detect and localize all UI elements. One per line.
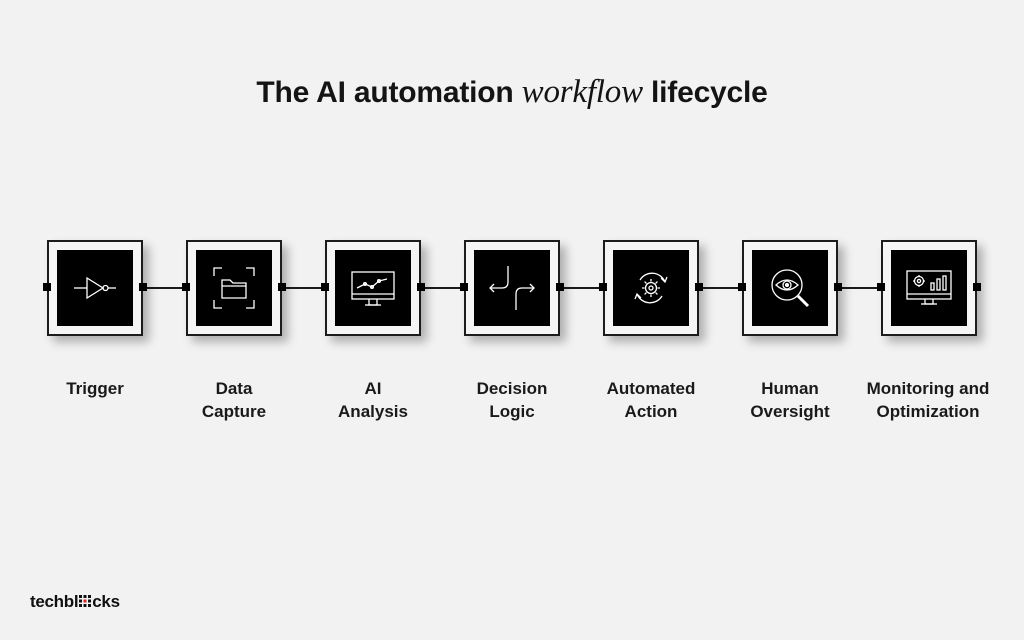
step-label-line2: Logic — [489, 402, 535, 421]
step-node-decision-logic — [464, 240, 560, 336]
step-label-line1: Human — [761, 379, 819, 398]
brand-logo: techbl cks — [30, 592, 120, 612]
step-label-line2: Oversight — [750, 402, 830, 421]
step-icon-panel — [891, 250, 967, 326]
step-label-line1: Automated — [606, 379, 696, 398]
step-label-automated-action: Automated Action — [581, 377, 721, 423]
connector-port — [556, 283, 564, 291]
diagram-title: The AI automation workflow lifecycle — [0, 74, 1024, 111]
step-icon-panel — [474, 250, 550, 326]
step-label-human-oversight: Human Oversight — [720, 377, 860, 423]
step-label-trigger: Trigger — [25, 377, 165, 400]
eye-magnifier-icon — [771, 269, 810, 308]
connector-port — [599, 283, 607, 291]
connector-line — [698, 287, 742, 289]
monitor-chart-icon — [351, 271, 395, 306]
step-label-line1: Trigger — [66, 379, 124, 398]
folder-scan-icon — [213, 267, 255, 309]
step-label-monitoring-optimization: Monitoring and Optimization — [855, 377, 1001, 423]
step-node-monitoring-optimization — [881, 240, 977, 336]
logo-text-after: cks — [92, 592, 120, 611]
connector-line — [420, 287, 464, 289]
title-text-after: lifecycle — [651, 76, 768, 109]
step-icon-panel — [752, 250, 828, 326]
gear-cycle-icon — [634, 272, 668, 304]
connector-port — [834, 283, 842, 291]
step-label-line1: Decision — [476, 379, 548, 398]
connector-port — [460, 283, 468, 291]
dashboard-monitor-icon — [906, 270, 952, 305]
step-label-line1: AI — [364, 379, 382, 398]
step-icon-panel — [335, 250, 411, 326]
connector-line — [142, 287, 186, 289]
title-text-before: The AI automation — [256, 76, 514, 109]
connector-port — [973, 283, 981, 291]
step-node-human-oversight — [742, 240, 838, 336]
connector-line — [837, 287, 881, 289]
step-node-automated-action — [603, 240, 699, 336]
step-label-decision-logic: Decision Logic — [442, 377, 582, 423]
step-label-line2: Optimization — [876, 402, 980, 421]
connector-port — [139, 283, 147, 291]
step-icon-panel — [196, 250, 272, 326]
connector-line — [281, 287, 325, 289]
step-icon-panel — [613, 250, 689, 326]
step-label-line2: Analysis — [338, 402, 408, 421]
step-node-ai-analysis — [325, 240, 421, 336]
connector-line — [559, 287, 603, 289]
connector-port — [43, 283, 51, 291]
connector-port — [417, 283, 425, 291]
connector-port — [877, 283, 885, 291]
connector-port — [321, 283, 329, 291]
connector-port — [182, 283, 190, 291]
step-label-line2: Capture — [201, 402, 267, 421]
step-label-data-capture: Data Capture — [164, 377, 304, 423]
title-text-emphasis: workflow — [521, 74, 643, 110]
logic-gate-icon — [74, 276, 116, 300]
step-label-line1: Monitoring and — [866, 379, 990, 398]
step-node-data-capture — [186, 240, 282, 336]
grid-o-icon — [79, 592, 92, 612]
step-node-trigger — [47, 240, 143, 336]
logo-text-before: techbl — [30, 592, 79, 611]
connector-port — [278, 283, 286, 291]
branch-arrows-icon — [489, 266, 535, 310]
connector-port — [738, 283, 746, 291]
connector-port — [695, 283, 703, 291]
step-label-line1: Data — [215, 379, 253, 398]
step-label-ai-analysis: AI Analysis — [303, 377, 443, 423]
step-icon-panel — [57, 250, 133, 326]
step-label-line2: Action — [624, 402, 678, 421]
